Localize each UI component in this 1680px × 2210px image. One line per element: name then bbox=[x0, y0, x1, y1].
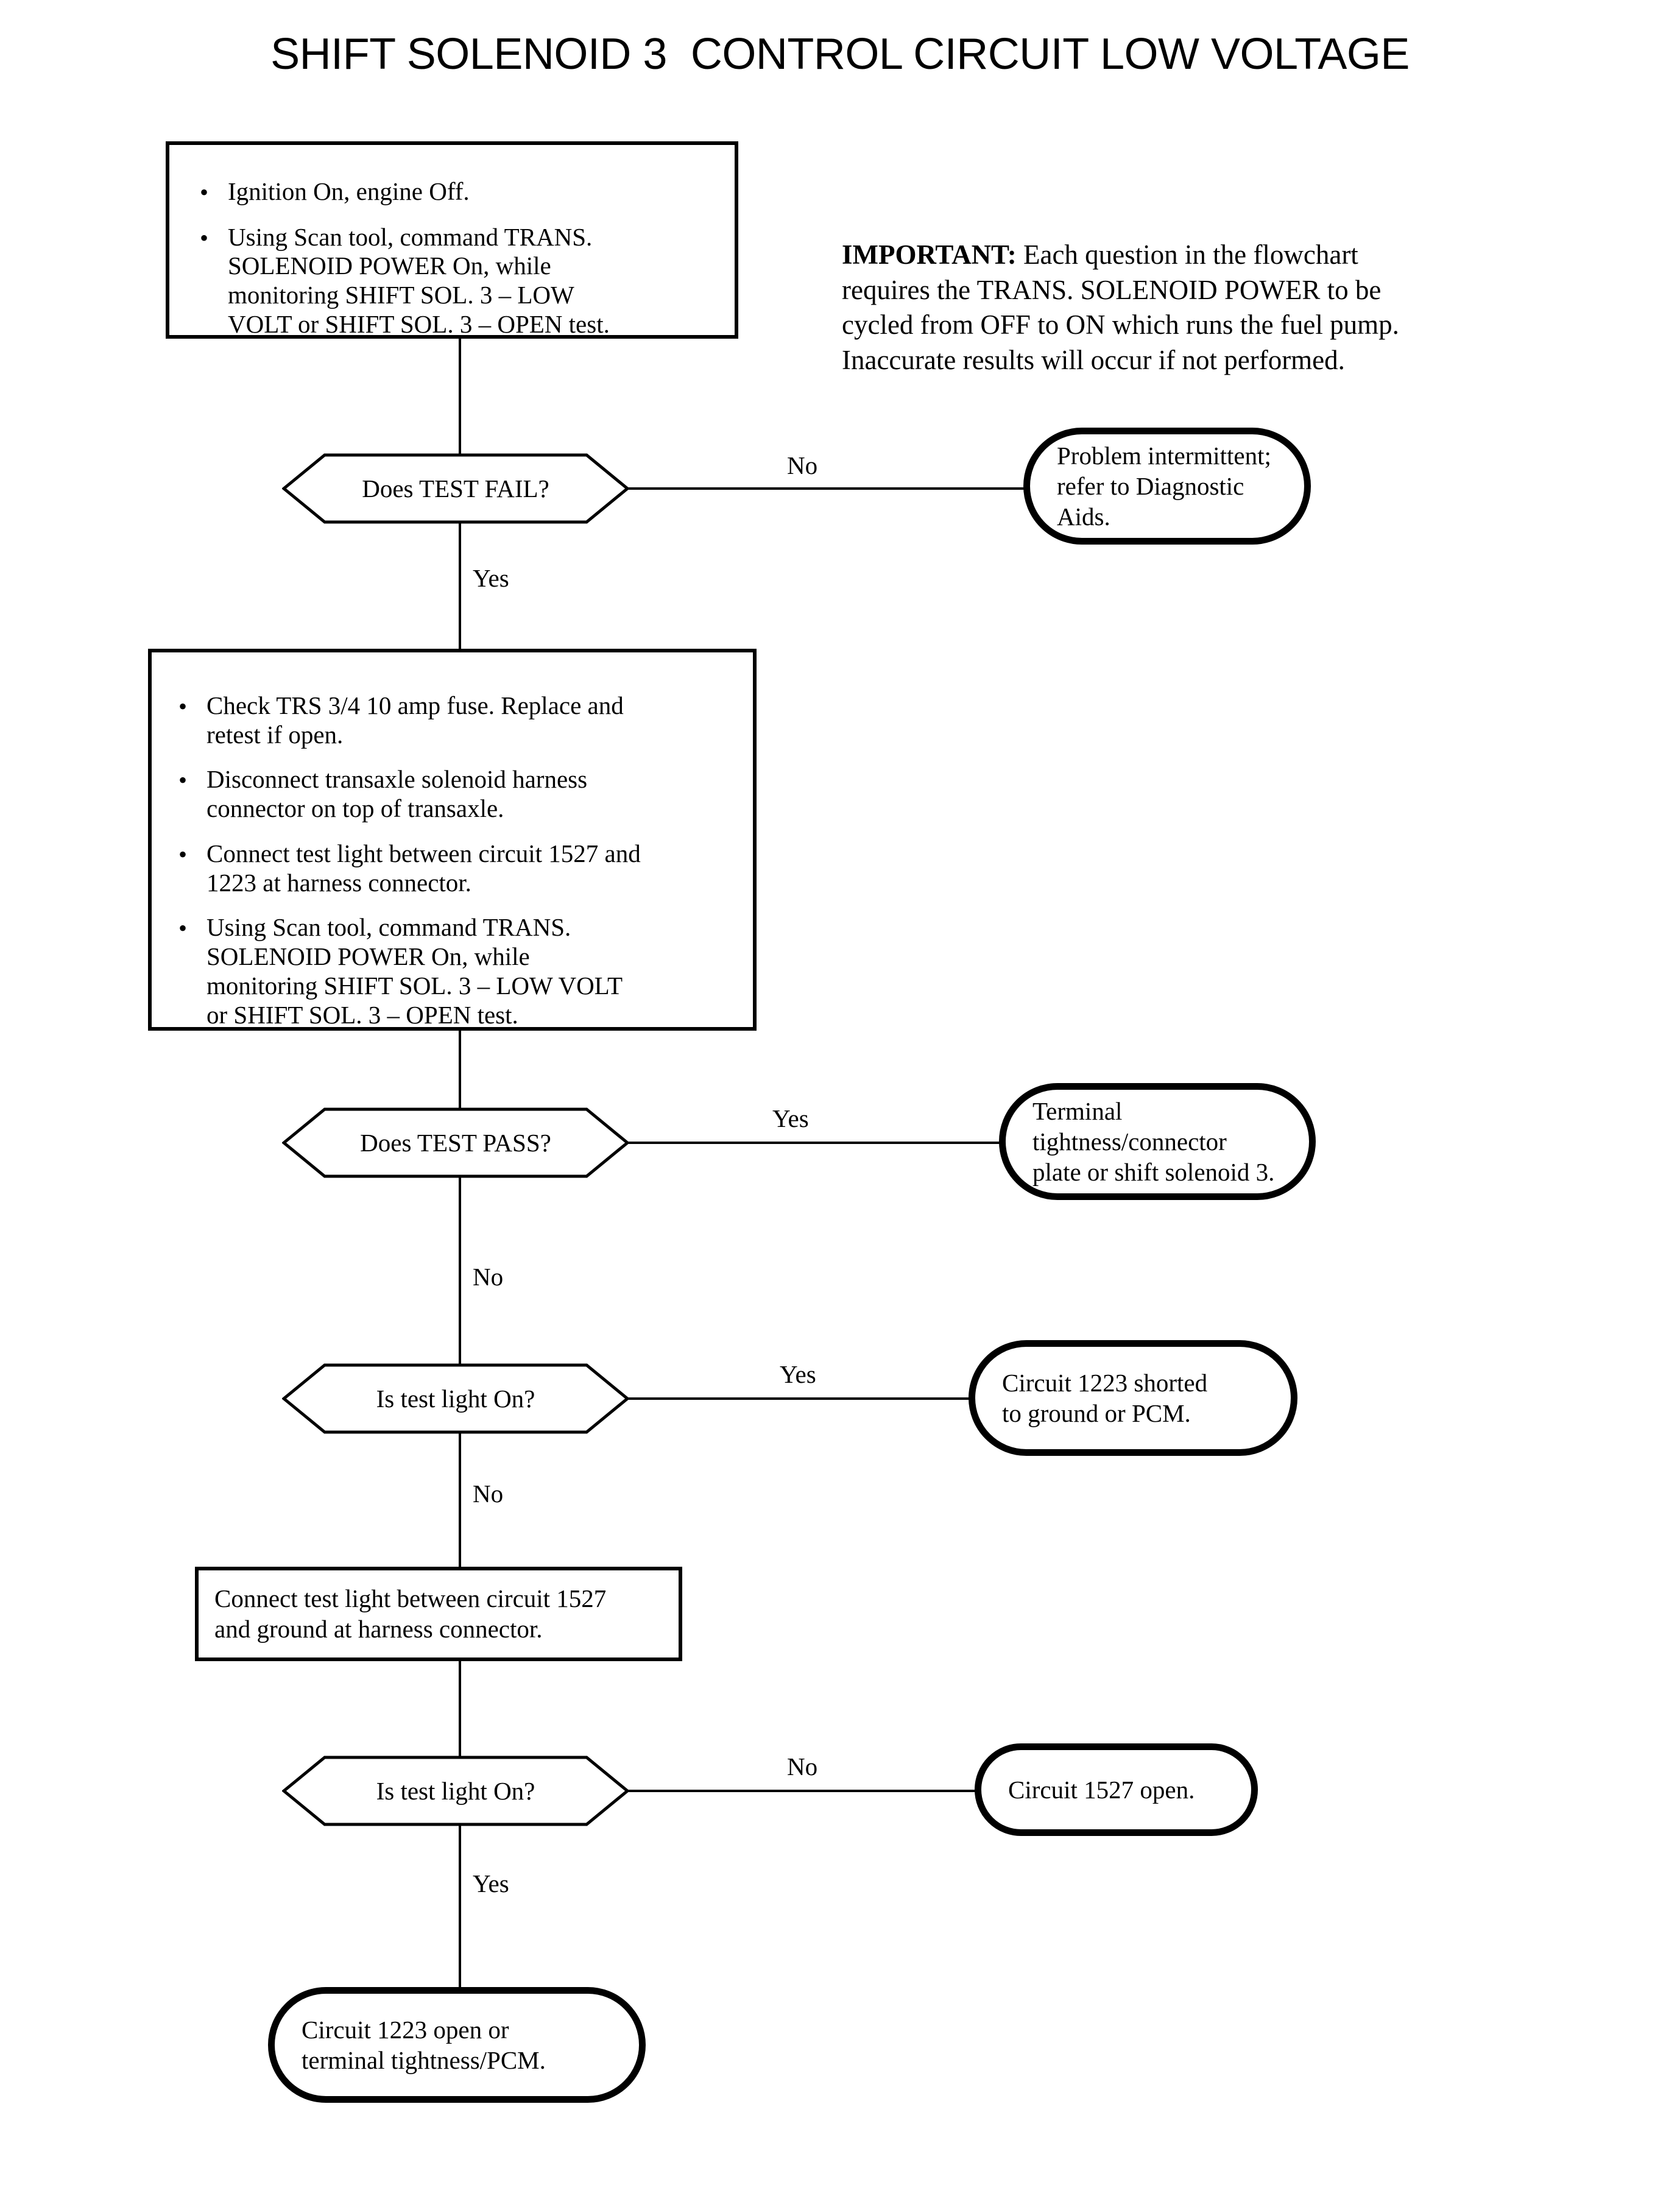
decision-label: Does TEST PASS? bbox=[360, 1129, 551, 1157]
decision-label: Does TEST FAIL? bbox=[362, 475, 549, 503]
edge-label-d2-yes: Yes bbox=[772, 1104, 809, 1132]
edge-label-d3-yes: Yes bbox=[780, 1360, 816, 1388]
connector-d3-no bbox=[459, 1433, 461, 1568]
connector-step2-to-d2 bbox=[459, 1031, 461, 1109]
bullet-item: • Connect test light between circuit 152… bbox=[159, 839, 760, 898]
terminal-label: Problem intermittent; refer to Diagnosti… bbox=[1057, 441, 1271, 531]
decision-label: Is test light On? bbox=[376, 1777, 535, 1805]
edge-label-d1-no: No bbox=[787, 451, 818, 479]
terminal-label: Circuit 1223 shorted to ground or PCM. bbox=[1002, 1368, 1208, 1427]
terminal-circuit-1527-open: Circuit 1527 open. bbox=[975, 1743, 1258, 1836]
terminal-label: Circuit 1527 open. bbox=[1008, 1775, 1195, 1804]
bullet-item: • Ignition On, engine Off. bbox=[180, 177, 746, 207]
bullet-item: • Disconnect transaxle solenoid harness … bbox=[159, 765, 760, 824]
connector-d3-yes bbox=[628, 1397, 969, 1400]
process-box-step2: • Check TRS 3/4 10 amp fuse. Replace and… bbox=[148, 649, 757, 1031]
process-box-step3: Connect test light between circuit 1527 … bbox=[195, 1567, 682, 1661]
hexagon-shape bbox=[282, 1107, 629, 1178]
bullet-item: • Check TRS 3/4 10 amp fuse. Replace and… bbox=[159, 691, 760, 750]
important-note-body: Each question in the flowchart requires … bbox=[842, 239, 1399, 376]
edge-label-d3-no: No bbox=[473, 1480, 504, 1508]
important-note-heading: IMPORTANT: bbox=[842, 239, 1017, 270]
bullet-dot-icon: • bbox=[178, 840, 187, 868]
connector-step1-to-d1 bbox=[459, 339, 461, 454]
edge-label-d2-no: No bbox=[473, 1263, 504, 1291]
bullet-text: Disconnect transaxle solenoid harness co… bbox=[206, 765, 588, 822]
terminal-problem-intermittent: Problem intermittent; refer to Diagnosti… bbox=[1023, 428, 1311, 545]
bullet-dot-icon: • bbox=[178, 692, 187, 720]
process-box-step1: • Ignition On, engine Off. • Using Scan … bbox=[166, 141, 738, 339]
bullet-text: Connect test light between circuit 1527 … bbox=[206, 839, 641, 897]
connector-d2-no bbox=[459, 1177, 461, 1366]
bullet-dot-icon: • bbox=[199, 178, 208, 207]
page-title: SHIFT SOLENOID 3 CONTROL CIRCUIT LOW VOL… bbox=[270, 30, 1410, 79]
connector-d1-yes bbox=[459, 523, 461, 652]
connector-step3-to-d4 bbox=[459, 1661, 461, 1759]
hexagon-shape bbox=[282, 1363, 629, 1434]
edge-label-d4-no: No bbox=[787, 1753, 818, 1781]
terminal-terminal-tightness-connector: Terminal tightness/connector plate or sh… bbox=[999, 1083, 1316, 1200]
connector-d4-yes bbox=[459, 1825, 461, 1994]
decision-is-test-light-on-1: Is test light On? bbox=[282, 1363, 629, 1434]
process-text: Connect test light between circuit 1527 … bbox=[214, 1584, 607, 1643]
edge-label-d4-yes: Yes bbox=[473, 1869, 509, 1898]
decision-is-test-light-on-2: Is test light On? bbox=[282, 1756, 629, 1826]
bullet-dot-icon: • bbox=[178, 914, 187, 942]
decision-does-test-fail: Does TEST FAIL? bbox=[282, 453, 629, 524]
terminal-circuit-1223-shorted: Circuit 1223 shorted to ground or PCM. bbox=[969, 1340, 1297, 1456]
connector-d1-no bbox=[628, 487, 1024, 490]
edge-label-d1-yes: Yes bbox=[473, 564, 509, 592]
terminal-circuit-1223-open: Circuit 1223 open or terminal tightness/… bbox=[268, 1987, 646, 2103]
bullet-text: Using Scan tool, command TRANS. SOLENOID… bbox=[228, 222, 610, 338]
bullet-item: • Using Scan tool, command TRANS. SOLENO… bbox=[159, 913, 760, 1029]
bullet-dot-icon: • bbox=[199, 224, 208, 252]
connector-d2-yes bbox=[628, 1142, 1000, 1144]
bullet-text: Using Scan tool, command TRANS. SOLENOID… bbox=[206, 913, 623, 1029]
bullet-text: Ignition On, engine Off. bbox=[228, 177, 470, 206]
bullet-item: • Using Scan tool, command TRANS. SOLENO… bbox=[180, 223, 746, 339]
terminal-label: Circuit 1223 open or terminal tightness/… bbox=[302, 2015, 546, 2074]
bullet-text: Check TRS 3/4 10 amp fuse. Replace and r… bbox=[206, 691, 624, 749]
terminal-label: Terminal tightness/connector plate or sh… bbox=[1032, 1096, 1275, 1186]
decision-does-test-pass: Does TEST PASS? bbox=[282, 1107, 629, 1178]
hexagon-shape bbox=[282, 1756, 629, 1826]
bullet-dot-icon: • bbox=[178, 766, 187, 794]
connector-d4-no bbox=[628, 1790, 975, 1792]
important-note: IMPORTANT: Each question in the flowchar… bbox=[842, 202, 1536, 378]
decision-label: Is test light On? bbox=[376, 1385, 535, 1413]
hexagon-shape bbox=[282, 453, 629, 524]
